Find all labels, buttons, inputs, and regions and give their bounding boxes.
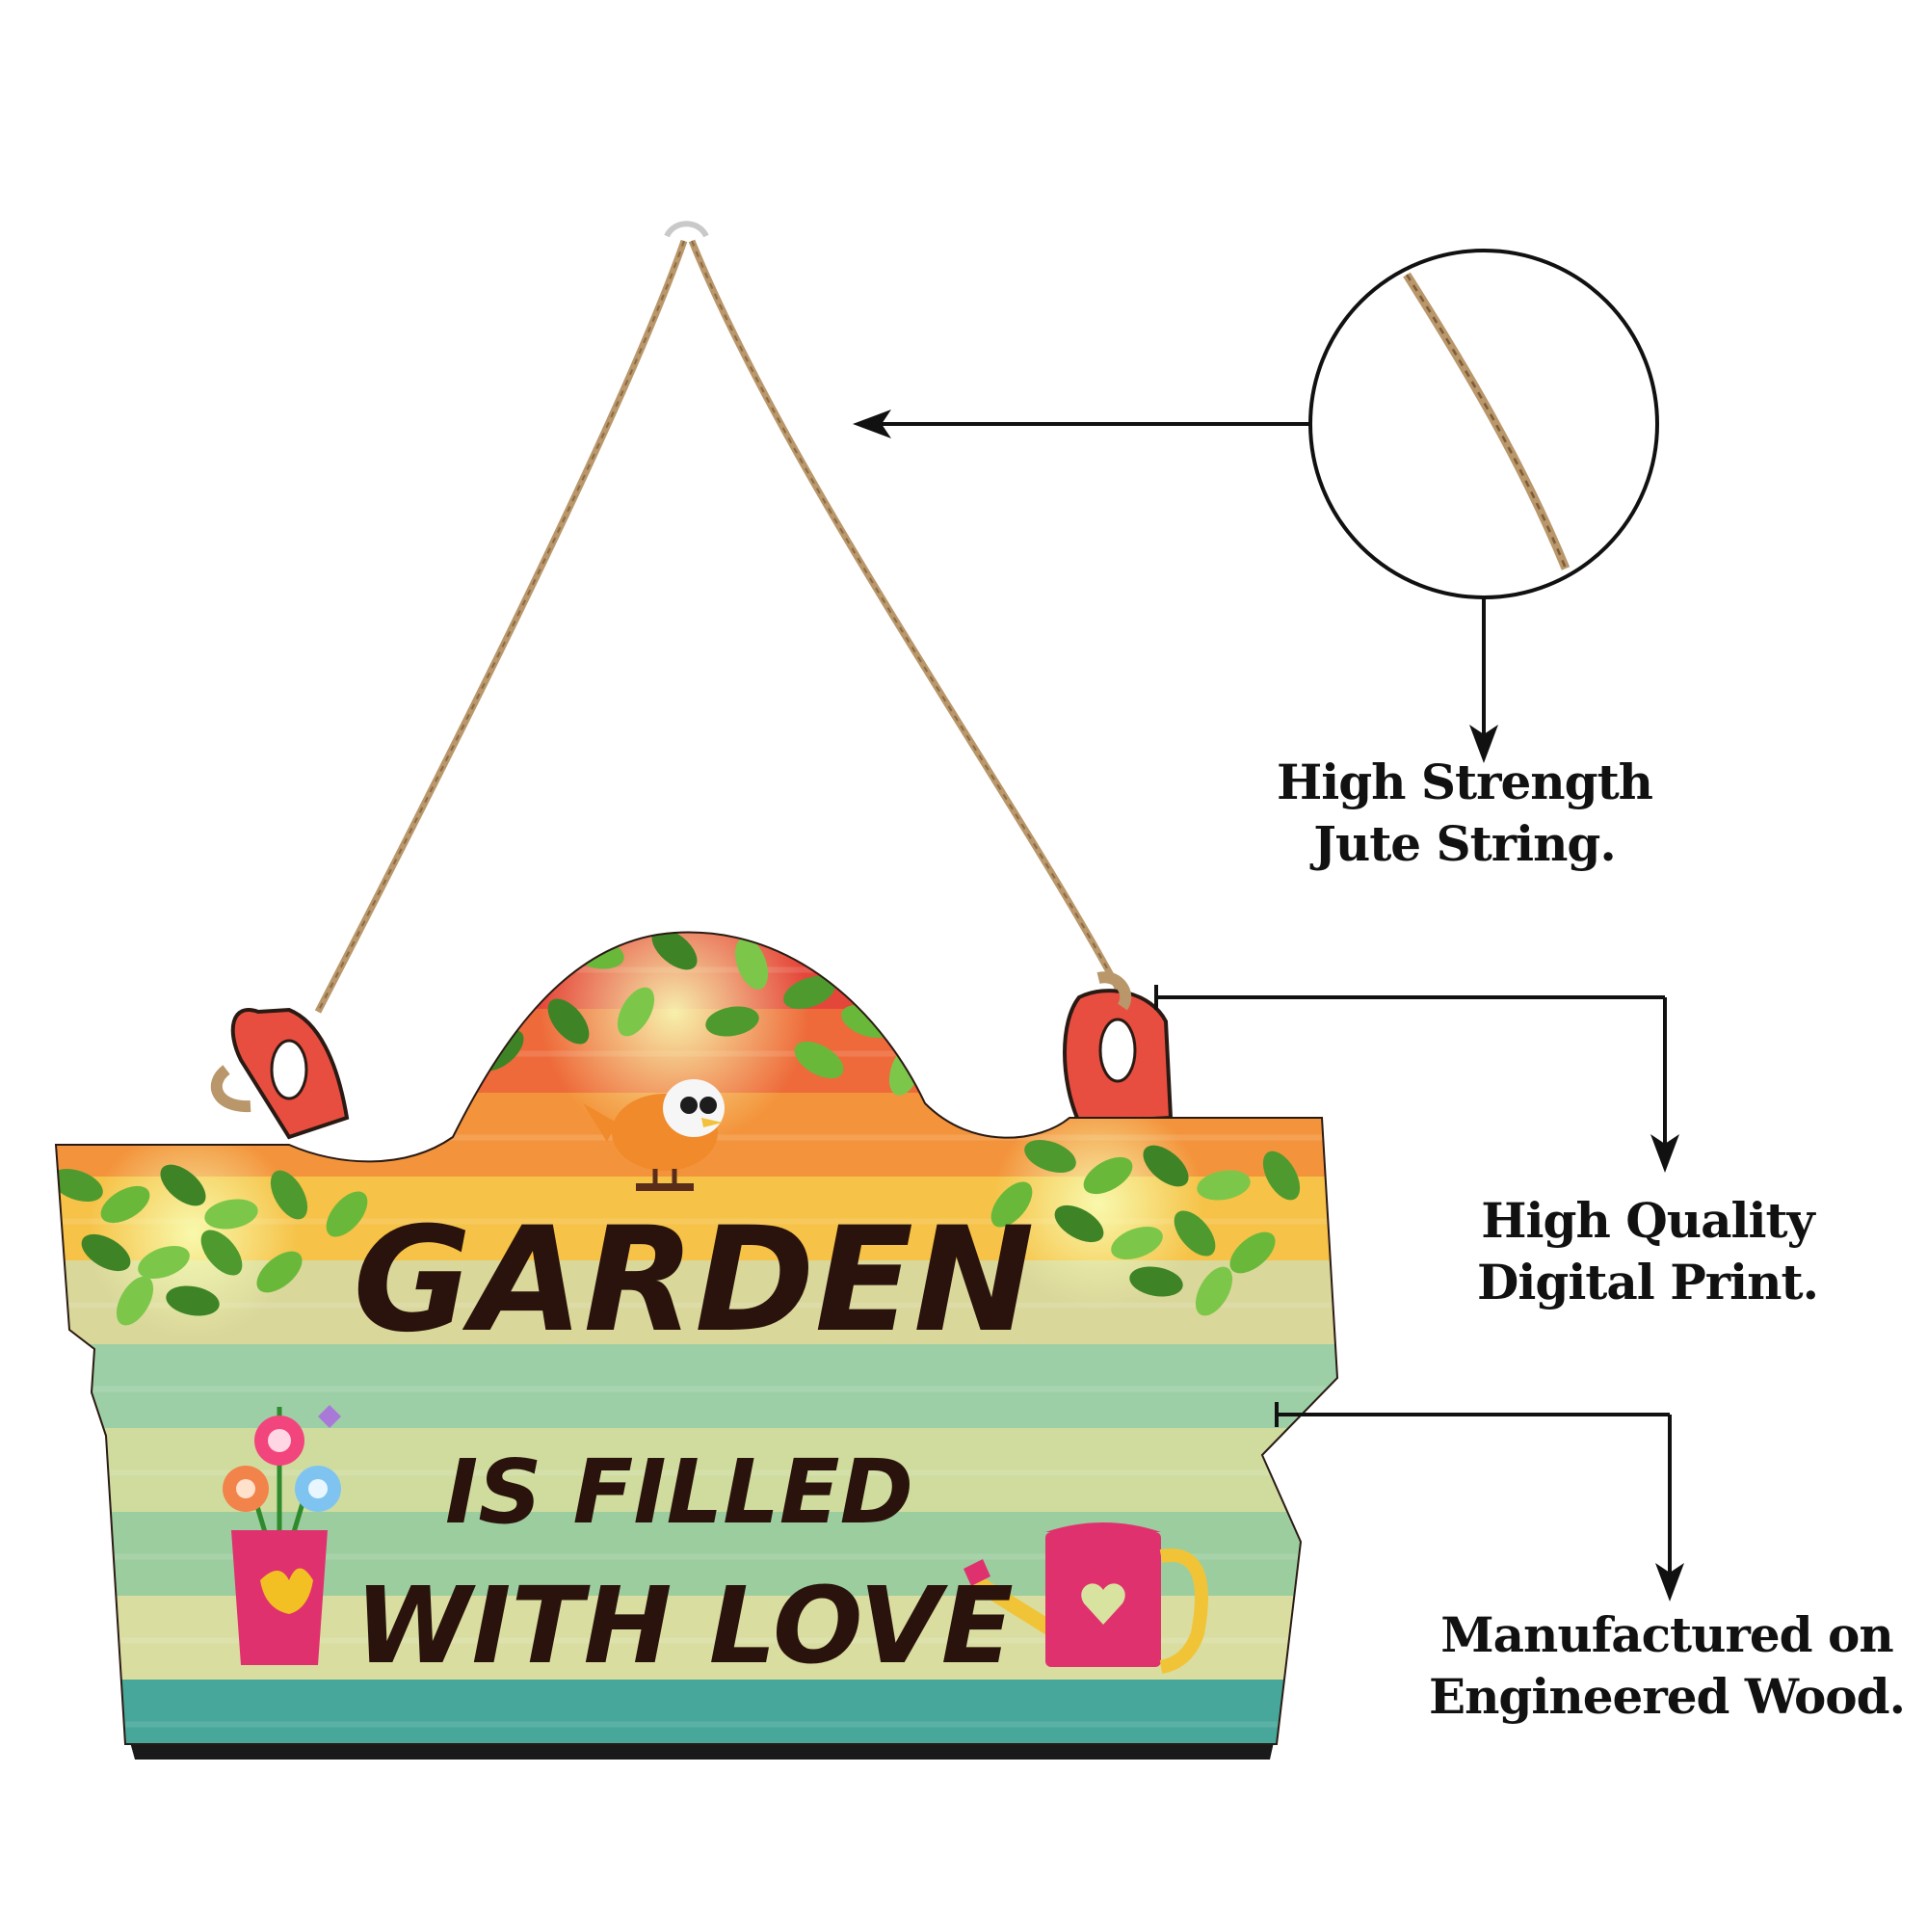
callout-jute-string: High Strength Jute String.	[1243, 752, 1686, 875]
leaf-icon	[651, 932, 698, 970]
right-hanging-tab	[1063, 971, 1174, 1125]
callout-jute-line-1: High Strength	[1276, 754, 1653, 810]
leaf-icon	[116, 1276, 154, 1326]
leaf-icon	[166, 1285, 220, 1316]
leaf-icon	[56, 1168, 103, 1203]
sign-stripe-highlight	[56, 1721, 1337, 1728]
callout-digital-print: High Quality Digital Print.	[1455, 1190, 1840, 1313]
leaf-icon	[1129, 1266, 1183, 1297]
callout-jute-line-2: Jute String.	[1313, 815, 1617, 872]
leaf-icon	[1024, 1139, 1076, 1174]
leaf-icon	[734, 938, 769, 990]
leaf-icon	[1229, 1231, 1276, 1274]
bird-icon	[583, 1079, 725, 1191]
sign-stripe-highlight	[56, 1553, 1337, 1560]
sign-stripe-highlight	[56, 1386, 1337, 1392]
watering-can-icon	[964, 1522, 1208, 1674]
callout-wood-line-2: Engineered Wood.	[1428, 1668, 1906, 1725]
sign-stripe-highlight	[56, 1469, 1337, 1476]
leaf-icon	[1262, 1151, 1301, 1201]
leaf-icon	[1197, 1170, 1251, 1201]
leaf-icon	[1054, 1204, 1104, 1243]
sign-stripe	[56, 1680, 1337, 1744]
sign-stripe	[56, 1344, 1337, 1429]
leaf-icon	[617, 987, 655, 1037]
magnifier-circle-icon	[1308, 249, 1659, 599]
leaf-icon	[783, 975, 835, 1010]
leaf-icon	[326, 1191, 368, 1237]
arrow-icon	[853, 410, 1684, 1601]
leaf-icon	[138, 1245, 190, 1280]
leaf-icon	[705, 1006, 759, 1037]
left-hanging-tab	[210, 1007, 350, 1140]
sign-line-with-love: WITH LOVE	[355, 1564, 1014, 1687]
leaf-icon	[270, 1170, 308, 1220]
leaf-icon	[1174, 1210, 1216, 1257]
jute-string-icon	[314, 239, 1122, 1014]
leaf-icon	[1083, 1156, 1133, 1195]
callout-print-line-2: Digital Print.	[1477, 1254, 1819, 1310]
leaf-icon	[794, 1041, 844, 1079]
leaf-icon	[1111, 1226, 1163, 1260]
flower-pot-icon	[223, 1405, 341, 1665]
hook-icon	[664, 221, 709, 238]
leaf-icon	[547, 998, 590, 1045]
leaf-icon	[204, 1199, 258, 1230]
leaf-icon	[1195, 1266, 1233, 1316]
sign-title-garden: GARDEN	[353, 1197, 1034, 1364]
callout-engineered-wood: Manufactured on Engineered Wood.	[1416, 1604, 1917, 1728]
sign-stripe-highlight	[56, 1218, 1337, 1225]
leaf-icon	[200, 1230, 243, 1276]
leaf-icon	[160, 1164, 206, 1206]
leaf-icon	[100, 1185, 150, 1224]
sign-stripe-highlight	[56, 1637, 1337, 1644]
leaf-icon	[256, 1251, 303, 1293]
sign-board: GARDEN IS FILLED WITH LOVE	[54, 931, 1339, 1760]
sign-line-is-filled: IS FILLED	[445, 1441, 913, 1544]
sign-stripe-highlight	[56, 1302, 1337, 1309]
leaf-icon	[990, 1181, 1033, 1228]
callout-print-line-1: High Quality	[1481, 1192, 1814, 1249]
leaf-icon	[1143, 1145, 1189, 1187]
leaf-icon	[81, 1233, 131, 1272]
callout-wood-line-1: Manufactured on	[1440, 1606, 1893, 1663]
